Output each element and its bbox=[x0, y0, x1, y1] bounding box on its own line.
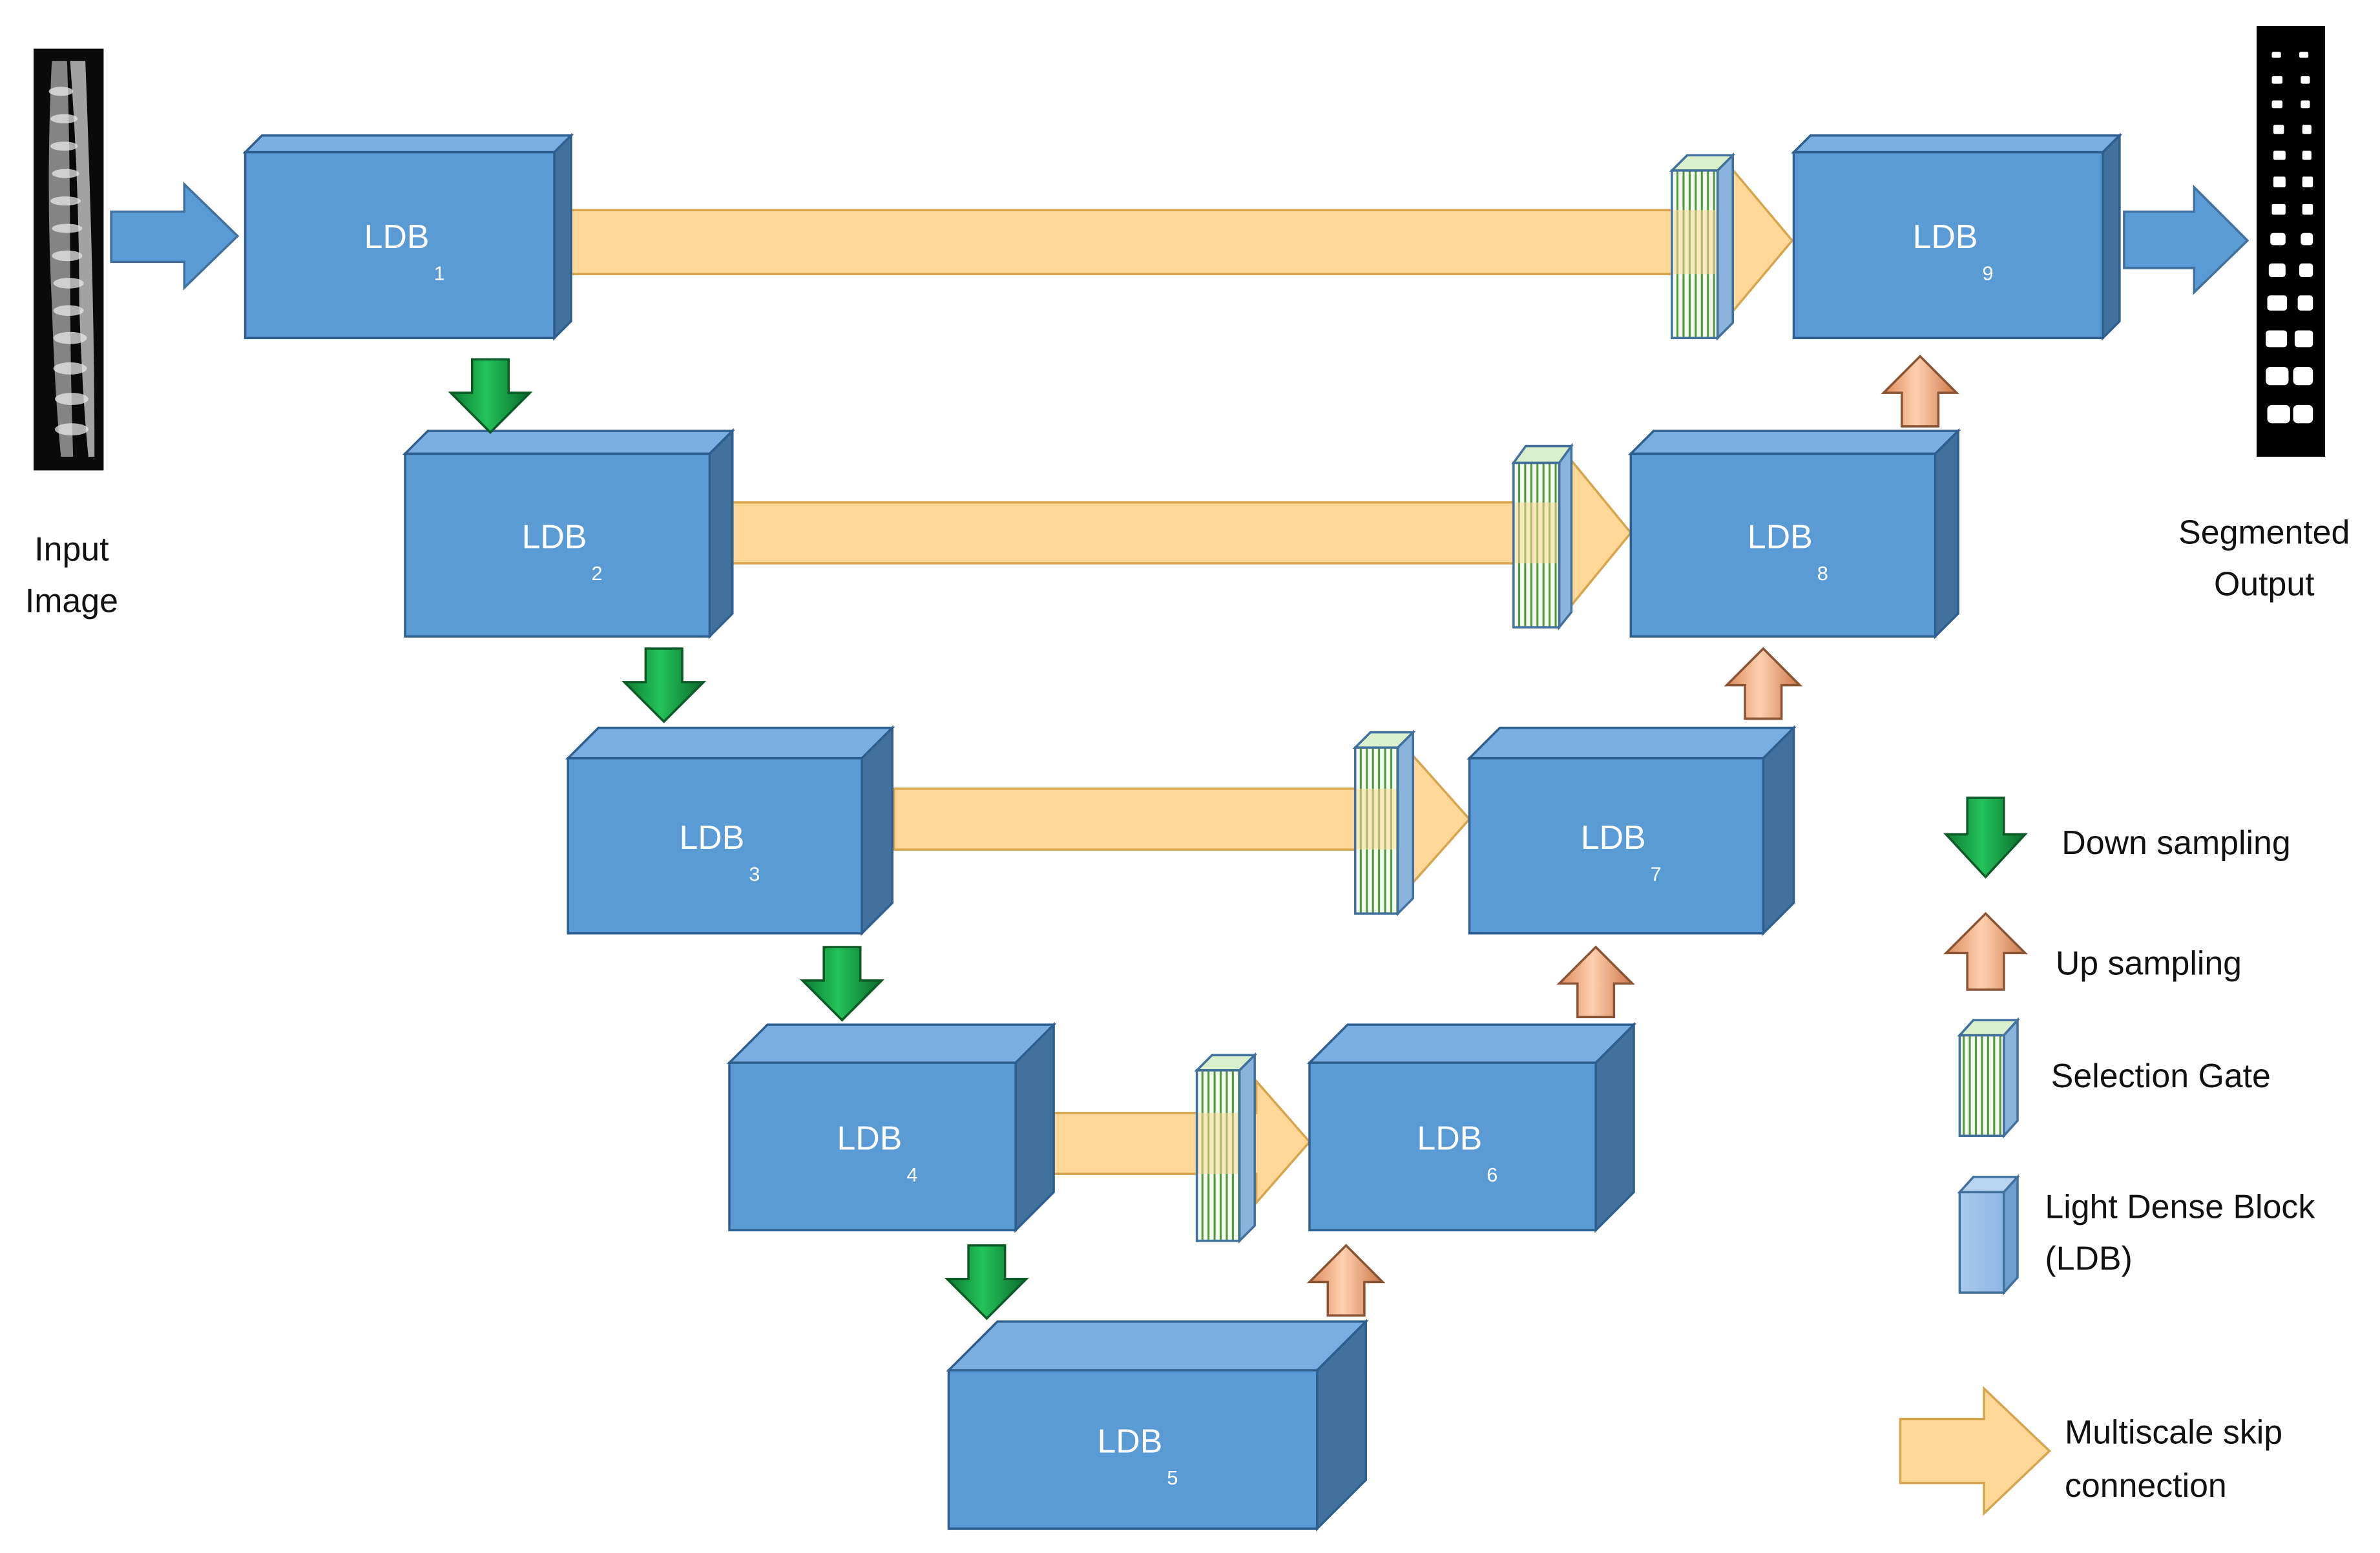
up-arrow-8-9 bbox=[1881, 355, 1959, 428]
down-arrow-3-4 bbox=[799, 946, 885, 1022]
ldb-block-front bbox=[1308, 1061, 1597, 1232]
selection-gate-1 bbox=[1669, 152, 1736, 341]
output-label-line2: Output bbox=[2214, 565, 2315, 603]
spine-column-right bbox=[70, 61, 95, 457]
selection-gate-4 bbox=[1194, 1052, 1258, 1244]
ldb-block-top bbox=[402, 430, 736, 455]
ldb-subscript: 2 bbox=[591, 563, 602, 585]
up-arrow-5-6 bbox=[1306, 1244, 1386, 1317]
ldb-block-side bbox=[708, 428, 734, 640]
up-arrow-7-8 bbox=[1724, 647, 1803, 720]
legend-skip-label-line1: Multiscale skip bbox=[2065, 1413, 2282, 1450]
ldb-block-top bbox=[946, 1320, 1369, 1371]
input-label-line1: Input bbox=[34, 530, 109, 567]
ldb-block-side bbox=[553, 132, 572, 341]
output-image-frame bbox=[2256, 26, 2326, 457]
legend-skip-label-line2: connection bbox=[2065, 1466, 2227, 1504]
ldb-block-front bbox=[728, 1061, 1017, 1232]
ldb-subscript: 6 bbox=[1487, 1164, 1498, 1186]
ldb-block-side bbox=[2102, 132, 2121, 341]
ldb-label: LDB bbox=[1748, 517, 1813, 555]
ldb-subscript: 4 bbox=[906, 1164, 917, 1186]
ldb-subscript: 5 bbox=[1167, 1467, 1178, 1489]
ldb-label: LDB bbox=[522, 517, 587, 555]
ldb-block-top bbox=[565, 726, 895, 760]
ldb-label: LDB bbox=[364, 218, 430, 255]
ldb-subscript: 1 bbox=[434, 263, 445, 285]
segmented-vertebrae bbox=[2266, 52, 2313, 424]
selection-gate-2 bbox=[1511, 443, 1574, 631]
ldb-block-top bbox=[1791, 134, 2123, 154]
ldb-block-side bbox=[1762, 725, 1795, 937]
skip-connection-4-6 bbox=[1052, 1078, 1311, 1206]
legend-down-sampling-label: Down sampling bbox=[2062, 824, 2290, 861]
skip-connection-1-9 bbox=[570, 161, 1794, 320]
output-label-line1: Segmented bbox=[2178, 513, 2350, 550]
legend-skip-arrow-icon bbox=[1899, 1386, 2052, 1516]
vertebrae-marks bbox=[48, 87, 89, 436]
ldb-block-top bbox=[1628, 430, 1961, 455]
legend-up-arrow-icon bbox=[1943, 912, 2029, 991]
ldb-block-side bbox=[1014, 1021, 1055, 1233]
legend-selection-gate-icon bbox=[1957, 1017, 2020, 1139]
legend-ldb-icon bbox=[1957, 1174, 2020, 1296]
ldb-subscript: 9 bbox=[1982, 263, 1993, 285]
ldb-label: LDB bbox=[837, 1119, 902, 1156]
output-image bbox=[2256, 26, 2326, 457]
ldb-block-side bbox=[1594, 1021, 1635, 1233]
up-arrow-6-7 bbox=[1556, 945, 1635, 1019]
ldb-block-front bbox=[404, 452, 711, 638]
down-arrow-2-3 bbox=[621, 647, 707, 724]
down-arrow-1-2 bbox=[448, 358, 533, 434]
ldb-label: LDB bbox=[680, 818, 745, 856]
ldb-subscript: 7 bbox=[1651, 863, 1662, 885]
ldb-block-top bbox=[242, 134, 574, 154]
ldb-block-top bbox=[1306, 1023, 1637, 1064]
legend-up-sampling-label: Up sampling bbox=[2056, 944, 2242, 981]
ldb-label: LDB bbox=[1097, 1422, 1162, 1459]
ldb-block-front bbox=[1629, 452, 1937, 638]
down-arrow-4-5 bbox=[944, 1244, 1029, 1320]
ldb-block-side bbox=[861, 725, 894, 937]
legend: Down sampling Up sampling Selection Gate… bbox=[1899, 797, 2315, 1516]
input-image bbox=[33, 48, 104, 471]
input-label-line2: Image bbox=[25, 581, 118, 619]
ldb-block-front bbox=[947, 1369, 1319, 1530]
legend-ldb-label-line1: Light Dense Block bbox=[2045, 1187, 2315, 1225]
legend-selection-gate-label: Selection Gate bbox=[2051, 1057, 2271, 1094]
selection-gate-3 bbox=[1352, 729, 1416, 917]
ldb-block-front bbox=[244, 151, 556, 339]
ldb-block-side bbox=[1934, 428, 1959, 640]
ldb-block-front bbox=[567, 756, 863, 935]
legend-down-arrow-icon bbox=[1943, 797, 2028, 879]
output-arrow bbox=[2123, 184, 2250, 295]
ldb-subscript: 8 bbox=[1817, 563, 1828, 585]
ldb-subscript: 3 bbox=[749, 863, 760, 885]
ldb-label: LDB bbox=[1581, 818, 1646, 856]
ldb-block-top bbox=[1467, 726, 1797, 760]
skip-connection-2-8 bbox=[731, 453, 1633, 612]
ldb-block-front bbox=[1792, 151, 2104, 339]
legend-ldb-label-line2: (LDB) bbox=[2045, 1240, 2132, 1277]
ldb-block-top bbox=[726, 1023, 1057, 1064]
ldb-label: LDB bbox=[1417, 1119, 1482, 1156]
input-arrow bbox=[110, 181, 240, 291]
ldb-block-front bbox=[1468, 756, 1765, 935]
ldb-label: LDB bbox=[1913, 218, 1978, 255]
